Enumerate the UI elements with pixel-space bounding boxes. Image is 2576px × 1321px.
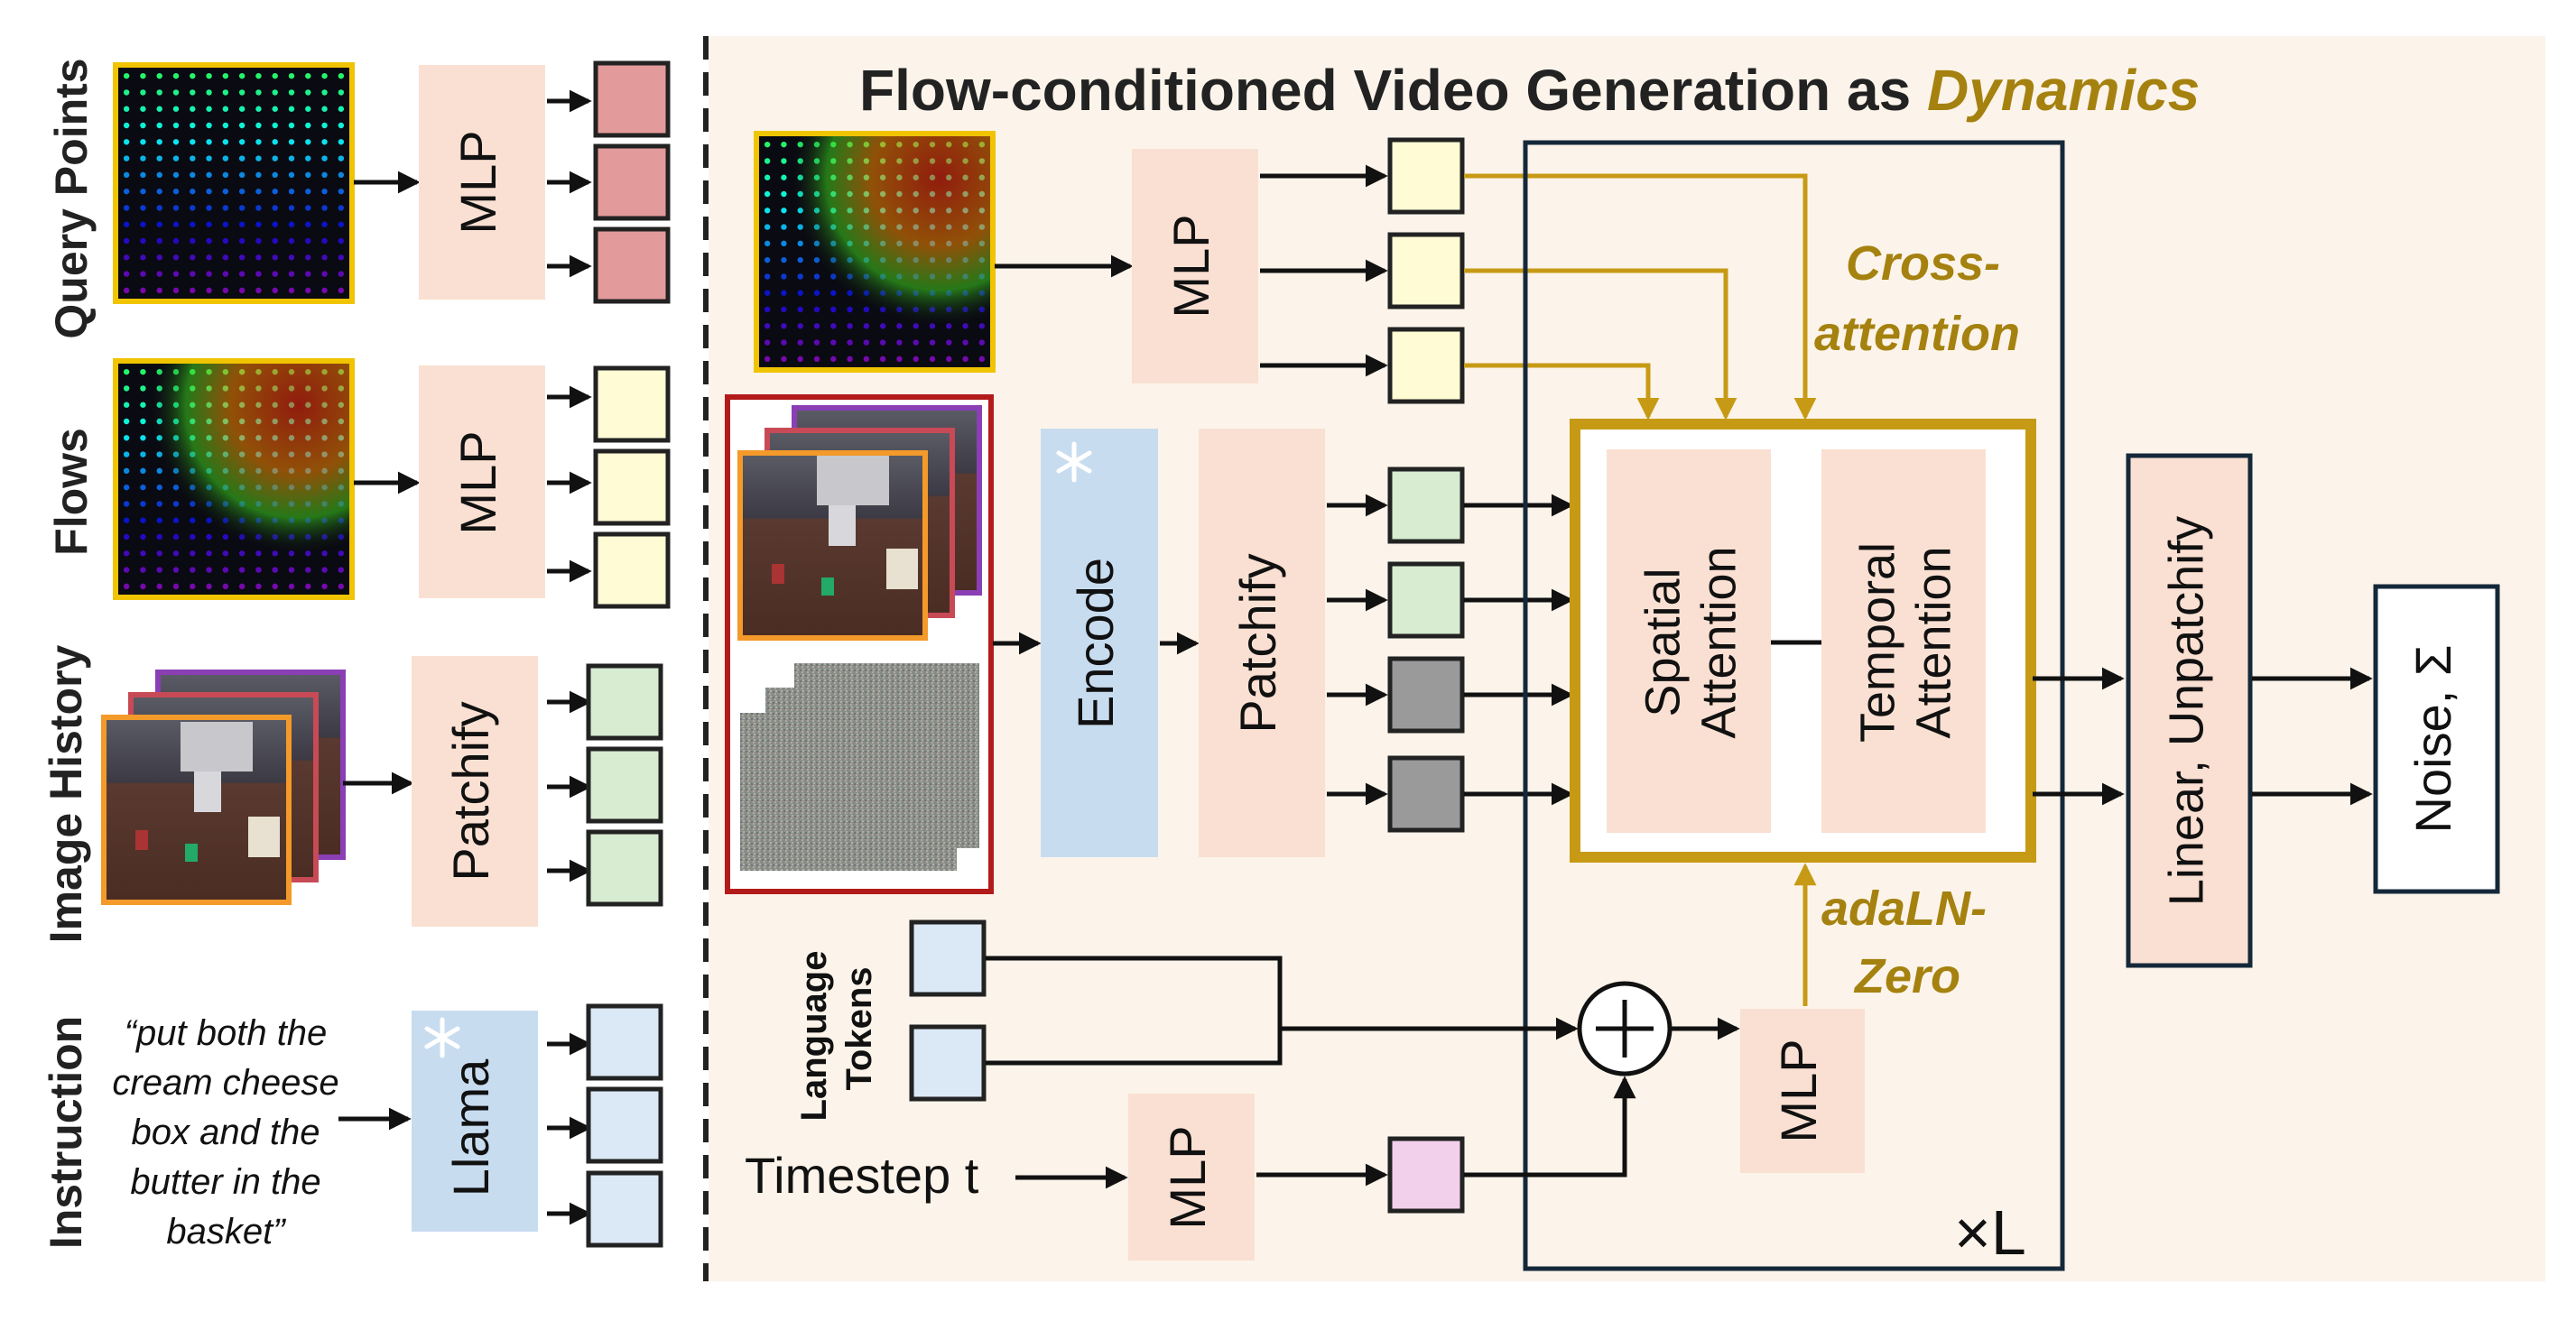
mlp-flow-panel: [1132, 149, 1258, 383]
patchify-history-label: Patchify: [442, 701, 499, 881]
spatial-attention-label-1: Spatial: [1635, 568, 1690, 716]
label-image-history: Image History: [41, 644, 91, 943]
noise-sigma-label: Noise, Σ: [2405, 645, 2461, 834]
patchify-panel-label: Patchify: [1229, 553, 1286, 733]
noise-sigma-output: [2373, 584, 2500, 894]
language-tokens: [909, 919, 1579, 1102]
query-point-grid: [123, 72, 345, 294]
encode-vae: [1041, 429, 1158, 857]
language-tokens-label-2: Tokens: [839, 966, 879, 1090]
label-flows: Flows: [46, 428, 97, 556]
latent-tokens: [1327, 467, 1574, 833]
snowflake-icon: [1056, 441, 1092, 483]
language-tokens-label-1: Language: [794, 951, 834, 1122]
adaln-zero-label-1: adaLN-: [1821, 882, 1987, 936]
adaln-zero-label-2: Zero: [1853, 949, 1960, 1003]
noise-frames: [740, 663, 979, 871]
svg-text:basket”: basket”: [166, 1212, 286, 1252]
cross-attention-label-1: Cross-: [1846, 236, 2000, 291]
snowflake-icon: [424, 1017, 460, 1058]
instruction-text: “put both the cream cheese box and the b…: [112, 1013, 338, 1252]
history-tokens: [547, 663, 663, 907]
transformer-block: [1523, 140, 2065, 1271]
flow-tokens: [547, 365, 671, 609]
mlp-query-points-label: MLP: [449, 130, 506, 234]
mlp-adaln: [1740, 1009, 1865, 1173]
flow-image-panel: [754, 131, 996, 373]
mlp-flows: [419, 365, 545, 598]
timestep-label: Timestep t: [745, 1147, 979, 1204]
linear-unpatchify: [2126, 453, 2253, 968]
mlp-timestep: [1128, 1094, 1255, 1261]
repeat-label: ×L: [1954, 1197, 2026, 1268]
label-instruction: Instruction: [41, 1016, 91, 1249]
image-history-stack: [101, 670, 346, 905]
query-point-tokens: [547, 60, 671, 304]
temporal-attention-label-2: Attention: [1906, 546, 1960, 738]
temporal-attention-label-1: Temporal: [1850, 542, 1904, 743]
svg-text:cream cheese: cream cheese: [112, 1063, 338, 1103]
spatial-attention: [1607, 449, 1771, 833]
temporal-attention: [1821, 449, 1986, 833]
flow-panel-tokens: [1260, 137, 1465, 404]
mlp-flow-panel-label: MLP: [1163, 214, 1219, 318]
diagram-title: Flow-conditioned Video Generation as Dyn…: [859, 58, 2200, 123]
mlp-query-points: [419, 65, 545, 300]
llama-label: Llama: [442, 1058, 499, 1196]
patchify-history: [412, 656, 538, 927]
patchify-panel: [1199, 429, 1325, 857]
instruction-tokens: [547, 1003, 663, 1248]
spatial-attention-label-2: Attention: [1691, 546, 1746, 738]
mlp-timestep-label: MLP: [1159, 1125, 1216, 1229]
cross-attention-label-2: attention: [1814, 307, 2020, 361]
query-points-image: [113, 62, 355, 304]
mlp-flows-label: MLP: [449, 430, 506, 534]
encode-label: Encode: [1067, 558, 1124, 729]
plus-circle-icon: [1577, 981, 1673, 1076]
svg-text:butter in the: butter in the: [130, 1162, 320, 1202]
llama-encoder: [412, 1011, 538, 1232]
linear-unpatchify-label: Linear, Unpatchify: [2159, 516, 2213, 906]
timestep-token: [1387, 1136, 1465, 1214]
mlp-adaln-label: MLP: [1770, 1039, 1827, 1142]
svg-text:“put both the: “put both the: [125, 1013, 328, 1053]
label-query-points: Query Points: [46, 58, 97, 338]
history-noise-input: [725, 394, 994, 894]
svg-text:box and the: box and the: [131, 1113, 320, 1152]
flows-image: [113, 358, 355, 600]
